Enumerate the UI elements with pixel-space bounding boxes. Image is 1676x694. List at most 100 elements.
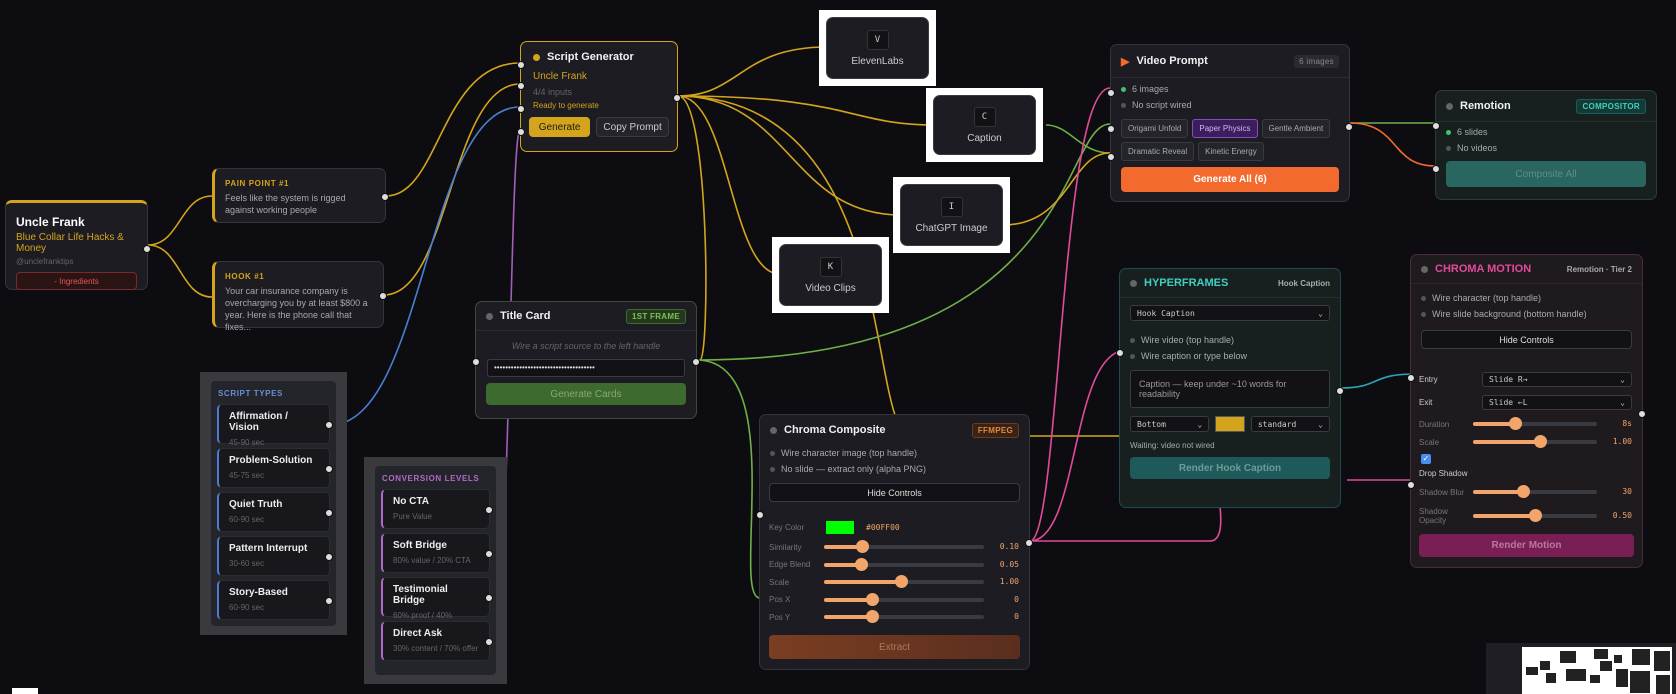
chroma-hide-controls-button[interactable]: Hide Controls [769,483,1020,502]
chroma-slider-row[interactable]: Pos X [769,592,984,608]
chroma-slider-knob[interactable] [894,575,908,588]
chroma-slider-row[interactable]: Edge Blend [769,557,984,573]
script-generator-node[interactable]: Script Generator Uncle Frank 4/4 inputs … [517,41,681,152]
chroma-slider-track[interactable] [824,540,984,553]
conversion-item-handle[interactable] [485,506,493,514]
video-prompt-node[interactable]: ▶Video Prompt 6 images 6 images No scrip… [1107,44,1353,202]
key-color-swatch[interactable] [826,521,854,534]
caption-color-swatch[interactable] [1215,416,1245,432]
chroma-motion-in-handle-2[interactable] [1407,481,1415,489]
chroma-slider-knob[interactable] [856,540,870,553]
chroma-slider-knob[interactable] [866,610,879,623]
motion-slider-knob[interactable] [1509,417,1523,430]
motion-style-chip[interactable]: Dramatic Reveal [1121,142,1195,161]
chroma-slider-knob[interactable] [866,592,879,606]
copy-prompt-button[interactable]: Copy Prompt [596,117,669,137]
shadow-slider-row[interactable]: Shadow Opacity [1419,507,1597,525]
chroma-slider-track[interactable] [824,575,984,588]
shadow-slider-row[interactable]: Shadow Blur [1419,484,1597,500]
generate-button[interactable]: Generate [529,117,591,137]
caption-style-select[interactable]: standard⌄ [1250,416,1330,432]
video-prompt-in-handle-2[interactable] [1107,125,1115,133]
exit-select[interactable]: Slide ←L⌄ [1482,395,1632,410]
generator-in-handle-3[interactable] [517,105,525,113]
render-hook-caption-button[interactable]: Render Hook Caption [1130,457,1330,479]
motion-slider-knob[interactable] [1533,435,1547,448]
title-card-node[interactable]: Title Card 1ST FRAME Wire a script sourc… [472,301,700,419]
chroma-motion-in-handle-1[interactable] [1407,374,1415,382]
motion-slider-track[interactable] [1473,417,1597,430]
generator-in-handle-2[interactable] [517,82,525,90]
chroma-slider-row[interactable]: Scale [769,574,984,590]
hyperframes-out-handle[interactable] [1336,387,1344,395]
shadow-slider-track[interactable] [1473,485,1597,498]
chroma-slider-track[interactable] [824,592,984,606]
chroma-slider-row[interactable]: Similarity [769,539,984,555]
conversion-item-handle[interactable] [485,594,493,602]
script-item-handle[interactable] [325,553,333,561]
conversion-item-handle[interactable] [485,638,493,646]
caption-textarea[interactable]: Caption — keep under ~10 words for reada… [1130,370,1330,408]
chroma-slider-row[interactable]: Pos Y [769,609,984,625]
extract-button[interactable]: Extract [769,635,1020,659]
motion-slider-track[interactable] [1473,435,1597,448]
chroma-slider-track[interactable] [824,610,984,623]
chroma-motion-node[interactable]: CHROMA MOTION Remotion · Tier 2 Wire cha… [1407,254,1646,568]
remotion-in-handle-1[interactable] [1432,122,1440,130]
chroma-slider-track[interactable] [824,557,984,571]
motion-slider-row[interactable]: Scale [1419,434,1597,450]
minimap[interactable] [1486,643,1676,694]
motion-style-chip[interactable]: Kinetic Energy [1198,142,1264,161]
generator-in-handle-4[interactable] [517,128,525,136]
generator-out-handle[interactable] [673,94,681,102]
chroma-out-handle[interactable] [1025,539,1033,547]
shadow-slider-knob[interactable] [1529,509,1542,522]
script-item-handle[interactable] [325,597,333,605]
video-prompt-out-handle[interactable] [1345,123,1353,131]
hyperframes-in-handle[interactable] [1116,349,1124,357]
generator-in-handle-1[interactable] [517,61,525,69]
motion-style-chip[interactable]: Origami Unfold [1121,119,1189,138]
creator-node[interactable]: Uncle Frank Blue Collar Life Hacks & Mon… [5,200,151,290]
motion-style-chip[interactable]: Paper Physics [1192,119,1258,138]
shadow-slider-knob[interactable] [1516,485,1530,498]
chroma-slider-knob[interactable] [854,557,868,571]
chroma-motion-out-handle[interactable] [1638,410,1646,418]
hook-node[interactable]: HOOK #1 Your car insurance company is ov… [212,261,387,332]
script-item-handle[interactable] [325,509,333,517]
creator-out-handle[interactable] [143,245,151,253]
title-card-input[interactable]: •••••••••••••••••••••••••••••••••••• [487,359,685,377]
ingredients-button[interactable]: - Ingredients [16,272,137,290]
hyperframes-node[interactable]: HYPERFRAMES Hook Caption Hook Caption⌄ W… [1116,268,1344,508]
chroma-composite-node[interactable]: Chroma Composite FFMPEG Wire character i… [756,414,1033,670]
composite-all-button[interactable]: Composite All [1446,161,1646,187]
shadow-slider-track[interactable] [1473,509,1597,522]
drop-shadow-checkbox[interactable]: ✓ [1421,454,1431,464]
chroma-motion-hide-controls-button[interactable]: Hide Controls [1421,330,1632,349]
hyperframes-preset-select[interactable]: Hook Caption⌄ [1130,305,1330,321]
title-card-out-handle[interactable] [692,358,700,366]
pain-point-node[interactable]: PAIN POINT #1 Feels like the system is r… [212,168,389,223]
motion-style-chip[interactable]: Gentle Ambient [1261,119,1331,138]
caption-position-select[interactable]: Bottom⌄ [1130,416,1210,432]
canvas-controls-stub[interactable] [12,688,38,694]
title-card-in-handle[interactable] [472,358,480,366]
script-item-handle[interactable] [325,421,333,429]
video-prompt-in-handle-3[interactable] [1107,153,1115,161]
generate-cards-button[interactable]: Generate Cards [486,383,686,405]
chroma-in-handle[interactable] [756,511,764,519]
conversion-item-handle[interactable] [485,550,493,558]
hook-out-handle[interactable] [379,292,387,300]
